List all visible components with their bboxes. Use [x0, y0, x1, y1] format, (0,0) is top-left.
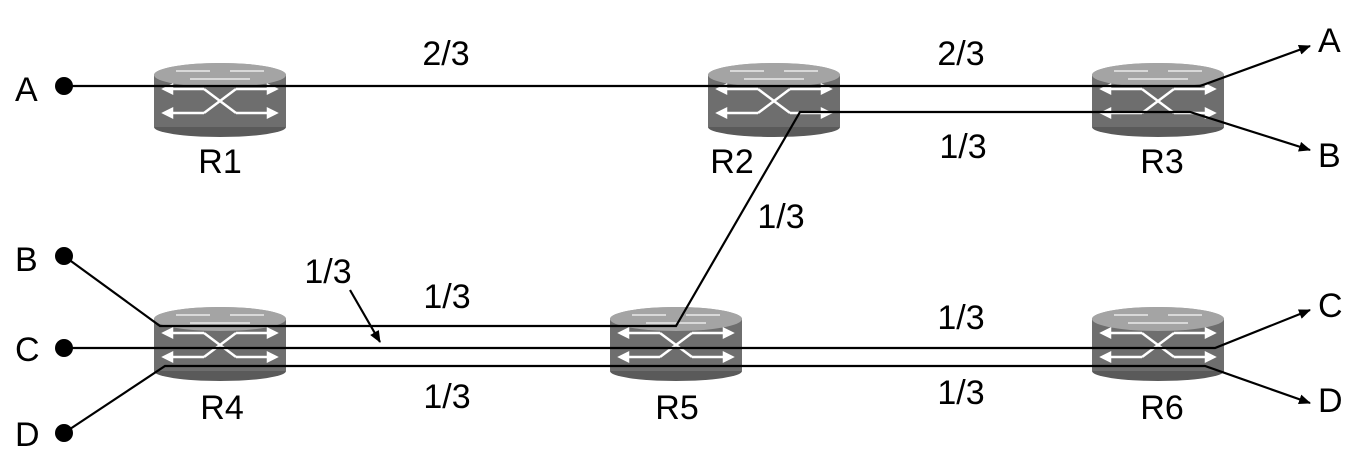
router-r1-label: R1: [198, 143, 241, 181]
link-label-r1-r2: 2/3: [422, 35, 469, 73]
router-r3: [1090, 61, 1226, 139]
router-r1: [152, 61, 288, 139]
link-label-r5-r2: 1/3: [757, 198, 804, 236]
link-label-r5-r6-bottom: 1/3: [937, 374, 984, 412]
link-label-r2-r3-bottom: 1/3: [939, 128, 986, 166]
dest-d-label: D: [1318, 382, 1343, 420]
router-r5: [608, 305, 744, 383]
source-c-label: C: [15, 331, 40, 369]
router-r5-label: R5: [655, 389, 698, 427]
label-pointer-arrow: [349, 289, 381, 343]
flow-b-path: [63, 110, 1311, 328]
dest-c-label: C: [1318, 287, 1343, 325]
source-b-label: B: [15, 241, 38, 279]
router-r4: [152, 305, 288, 383]
router-r2: [706, 61, 842, 139]
link-label-r5-r6-top: 1/3: [937, 299, 984, 337]
source-a-label: A: [15, 71, 38, 109]
link-label-r4-r5-bottom: 1/3: [423, 378, 470, 416]
flow-d-path: [63, 364, 1311, 434]
link-label-r4-r5-top: 1/3: [423, 278, 470, 316]
router-r6-label: R6: [1140, 389, 1183, 427]
router-r3-label: R3: [1140, 143, 1183, 181]
flow-c-path: [64, 308, 1311, 350]
router-r2-label: R2: [710, 143, 753, 181]
router-r6: [1090, 305, 1226, 383]
dest-b-label: B: [1318, 137, 1341, 175]
source-d-label: D: [15, 416, 40, 454]
source-d-dot: [55, 424, 73, 442]
dest-a-label: A: [1318, 22, 1341, 60]
flow-a-path: [64, 44, 1311, 88]
link-label-r4-r5-arrow: 1/3: [304, 253, 351, 291]
router-r4-label: R4: [200, 389, 243, 427]
link-label-r2-r3-top: 2/3: [937, 35, 984, 73]
